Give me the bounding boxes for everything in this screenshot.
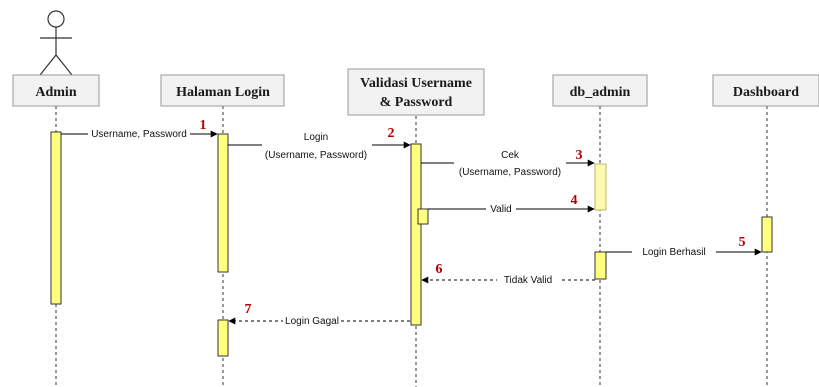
message-5-label: Login Berhasil — [642, 247, 705, 258]
message-4-number: 4 — [571, 193, 578, 208]
participant-validation-label-line1: Validasi Username — [360, 76, 472, 91]
activation-validation — [410, 143, 422, 326]
message-1: Username, Password 1 — [61, 118, 218, 141]
participant-dashboard: Dashboard — [712, 74, 819, 107]
participant-admin: Admin — [12, 74, 100, 107]
participant-dashboard-label: Dashboard — [733, 85, 799, 100]
message-6: Tidak Valid 6 — [421, 262, 595, 287]
message-3-label-line2: (Username, Password) — [459, 167, 561, 178]
activation-db-admin-1 — [594, 163, 607, 211]
message-7-label: Login Gagal — [285, 316, 339, 327]
message-2-label-line1: Login — [304, 132, 328, 143]
message-6-number: 6 — [436, 262, 443, 277]
message-3-label-line1: Cek — [501, 150, 520, 161]
message-4: Valid 4 — [428, 193, 595, 216]
message-1-number: 1 — [200, 118, 207, 133]
message-1-label: Username, Password — [91, 129, 187, 140]
participant-validation: Validasi Username & Password — [347, 68, 485, 116]
message-3: Cek (Username, Password) 3 — [421, 148, 595, 180]
message-5: Login Berhasil 5 — [606, 235, 762, 259]
activation-login-page-2 — [217, 319, 229, 357]
message-5-number: 5 — [739, 235, 746, 250]
participant-validation-label-line2: & Password — [380, 95, 453, 110]
message-2-label-line2: (Username, Password) — [265, 150, 367, 161]
participant-admin-label: Admin — [35, 85, 76, 100]
activation-login-page-1 — [217, 133, 229, 273]
message-2-number: 2 — [388, 126, 395, 141]
message-2: Login (Username, Password) 2 — [228, 126, 411, 164]
activation-validation-self — [417, 208, 429, 225]
participant-login-page: Halaman Login — [160, 74, 285, 107]
activation-dashboard — [761, 216, 773, 253]
participant-db-admin: db_admin — [552, 74, 648, 107]
message-7: Login Gagal 7 — [228, 302, 410, 328]
message-3-number: 3 — [576, 148, 583, 163]
activation-admin — [50, 131, 62, 305]
activation-db-admin-2 — [594, 251, 607, 280]
message-4-label: Valid — [490, 204, 512, 215]
message-7-number: 7 — [245, 302, 252, 317]
participant-db-admin-label: db_admin — [570, 85, 631, 100]
participant-login-page-label: Halaman Login — [176, 85, 270, 100]
admin-actor-icon — [39, 10, 73, 76]
message-6-label: Tidak Valid — [504, 275, 552, 286]
